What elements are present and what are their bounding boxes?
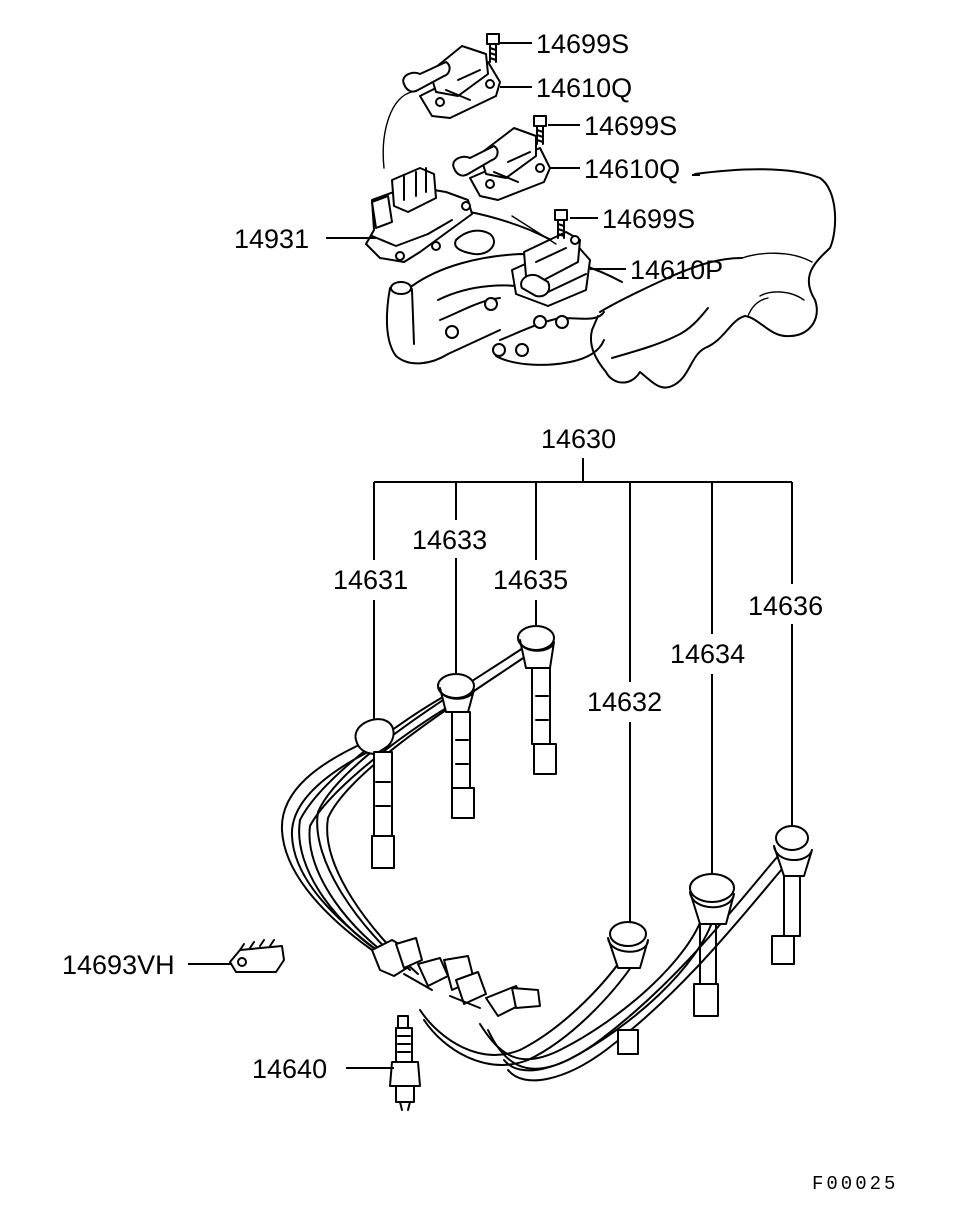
plug-boot-14632 [607,921,649,1055]
label-coil-p: 14610P [630,255,723,285]
bolt-mid [533,115,547,145]
label-coil-q-mid: 14610Q [584,154,680,184]
label-bolt-mid: 14699S [584,111,677,141]
label-cable-clamp: 14693VH [62,950,175,980]
spark-plug-cable-set [280,645,789,1082]
label-cable-14636: 14636 [748,591,823,621]
label-bolt-low: 14699S [602,204,695,234]
label-cable-14632: 14632 [587,687,662,717]
cable-clamp [229,939,285,973]
coil-harness-link [382,91,413,169]
figure-code: F00025 [812,1173,898,1195]
plug-boot-14634 [689,873,735,1017]
power-transistor [365,167,473,263]
plug-boot-14635 [517,625,557,775]
label-cable-14635: 14635 [493,565,568,595]
ignition-coil-q-top [402,45,501,119]
label-cable-14634: 14634 [670,639,745,669]
coil-harness-link-2 [511,215,557,245]
bolt-low [554,209,568,239]
label-cable-set: 14630 [541,424,616,454]
label-power-transistor: 14931 [234,224,309,254]
label-cable-14631: 14631 [333,565,408,595]
spark-plug [389,1015,421,1111]
leader-lines [188,42,793,1069]
ignition-coil-q-mid [452,127,551,201]
bolt-top [486,33,500,63]
label-bolt-top: 14699S [536,29,629,59]
plug-boot-14636 [771,825,813,965]
label-cable-14633: 14633 [412,525,487,555]
plug-boot-14633 [437,673,475,819]
label-spark-plug: 14640 [252,1054,327,1084]
label-coil-q-top: 14610Q [536,73,632,103]
plug-boot-14631 [354,718,395,869]
ignition-coil-p [511,231,591,307]
